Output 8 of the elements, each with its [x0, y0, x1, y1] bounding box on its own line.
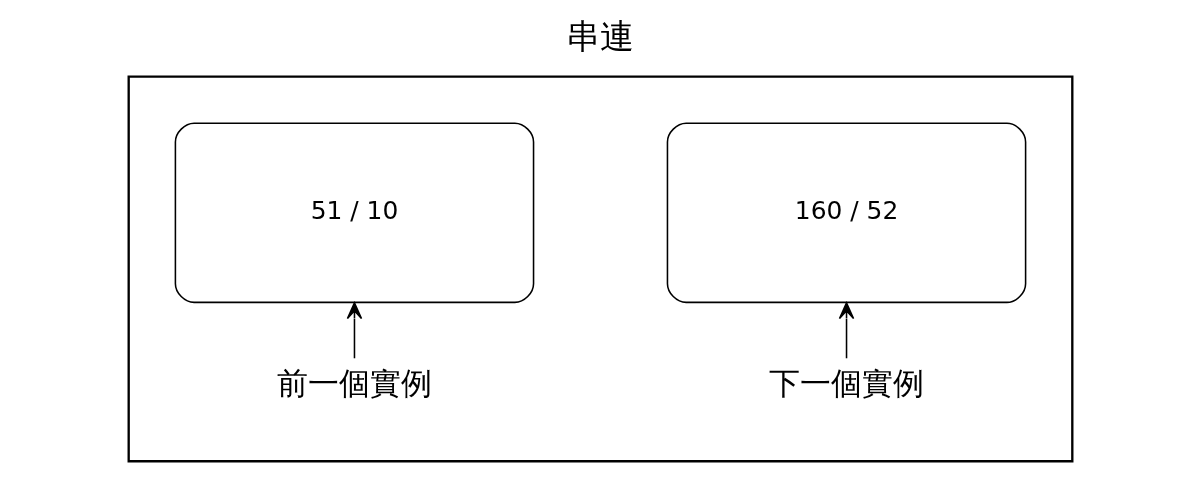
node-box: 160 / 52	[666, 122, 1026, 304]
arrow	[346, 302, 362, 360]
node-text: 下一個實例	[768, 365, 924, 402]
node-text: 前一個實例	[276, 365, 432, 402]
cluster	[127, 75, 1073, 463]
arrow	[838, 302, 854, 360]
diagram-title: 串連	[566, 15, 634, 56]
node-box: 51 / 10	[174, 122, 534, 304]
